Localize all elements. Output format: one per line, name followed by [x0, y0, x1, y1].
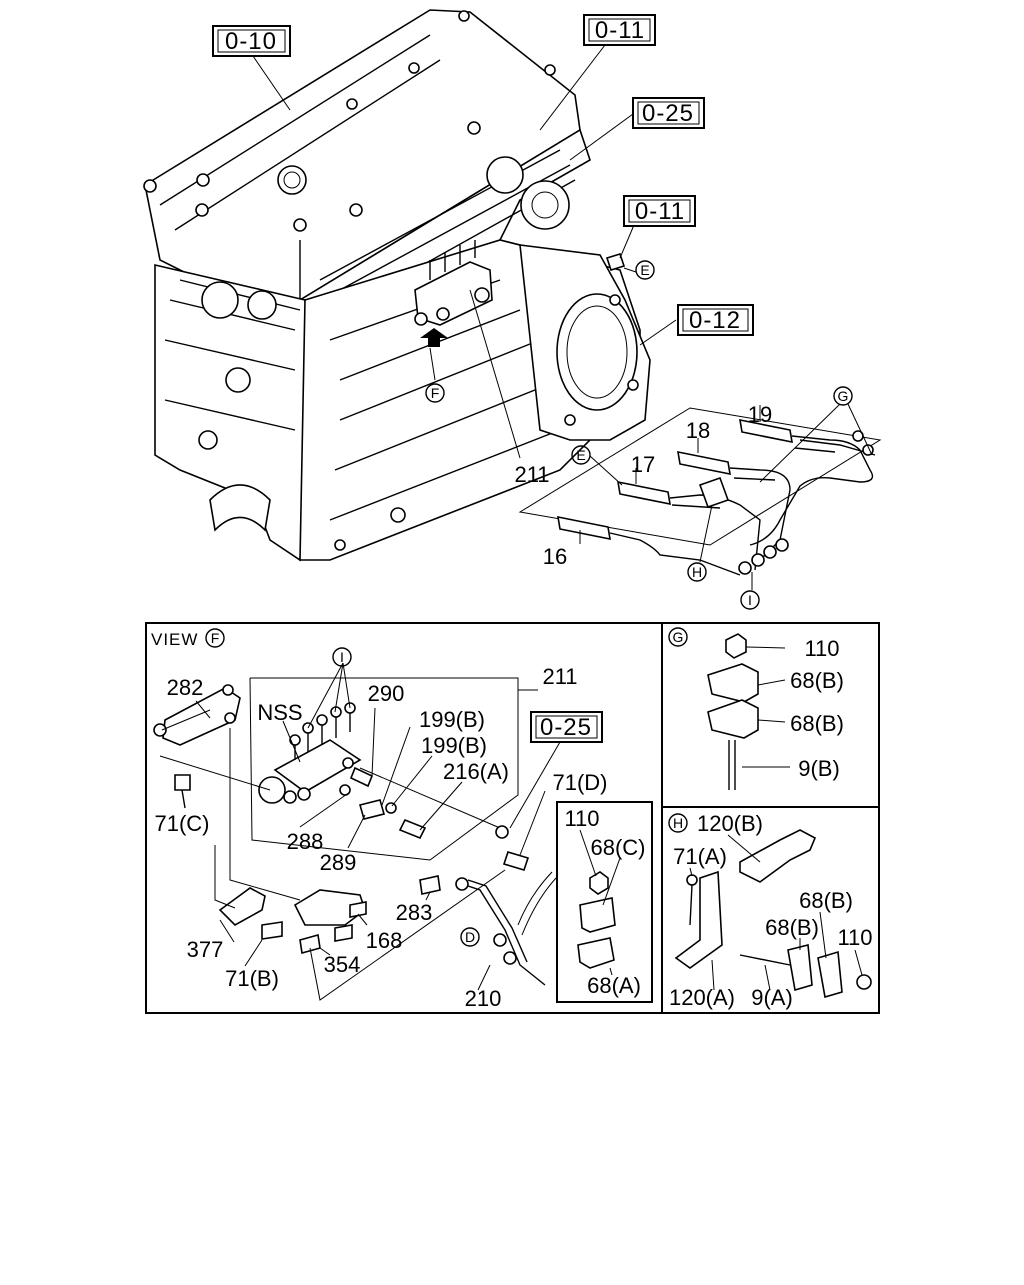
label-68b-g2: 68(B) — [790, 711, 844, 736]
ref-box-head-cover — [212, 25, 291, 57]
ref-box-head-cover-label: 0-10 — [225, 28, 277, 55]
ref-box-mid-label: 0-11 — [635, 198, 685, 225]
svg-text:F: F — [211, 630, 220, 646]
label-290: 290 — [368, 681, 405, 706]
circle-e-lines — [571, 445, 591, 465]
upper-leaders — [252, 44, 677, 459]
ref-box-mid — [623, 195, 696, 227]
svg-text:G: G — [838, 388, 849, 404]
ref-box-view — [530, 711, 603, 743]
ref-box-right — [632, 97, 705, 129]
label-nss: NSS — [257, 700, 302, 725]
ref-box-block-label: 0-12 — [689, 307, 741, 334]
label-68b-g1: 68(B) — [790, 668, 844, 693]
label-71d: 71(D) — [552, 770, 607, 795]
label-18: 18 — [686, 418, 710, 443]
label-283: 283 — [396, 900, 433, 925]
panel-g: G 110 68(B) 68(B) 9(B) — [668, 627, 844, 790]
label-9b: 9(B) — [798, 756, 840, 781]
ref-box-top — [583, 14, 656, 46]
panel-h: H 120(B) 71(A) 68(B) 68(B) 110 120(A) 9(… — [668, 811, 873, 1010]
label-17: 17 — [631, 452, 655, 477]
label-71c: 71(C) — [154, 811, 209, 836]
injection-pipes-drawing — [518, 403, 882, 590]
svg-text:H: H — [692, 564, 702, 580]
circle-i-lines — [740, 590, 760, 610]
label-199b-1: 199(B) — [419, 707, 485, 732]
ref-box-top-label: 0-11 — [595, 17, 645, 44]
label-71a: 71(A) — [673, 844, 727, 869]
ref-box-view-label: 0-25 — [540, 714, 592, 741]
label-68b-h2: 68(B) — [765, 915, 819, 940]
svg-text:G: G — [673, 629, 684, 645]
label-68b-h1: 68(B) — [799, 888, 853, 913]
upper-part-numbers: 211 19 18 17 16 — [514, 402, 772, 569]
circle-g-top — [833, 386, 853, 406]
svg-text:E: E — [576, 447, 585, 463]
label-199b-2: 199(B) — [421, 733, 487, 758]
label-68c: 68(C) — [590, 835, 645, 860]
upper-circled-letters: E F E G H I — [425, 260, 853, 610]
label-68a: 68(A) — [587, 973, 641, 998]
label-289: 289 — [320, 850, 357, 875]
label-110-g: 110 — [804, 636, 839, 661]
label-9a: 9(A) — [751, 985, 793, 1010]
label-71b: 71(B) — [225, 966, 279, 991]
label-16: 16 — [543, 544, 567, 569]
label-120a: 120(A) — [669, 985, 735, 1010]
label-120b: 120(B) — [697, 811, 763, 836]
svg-text:I: I — [748, 592, 752, 608]
svg-text:D: D — [465, 929, 475, 945]
svg-text:H: H — [673, 815, 683, 831]
circle-f-engine — [425, 383, 445, 403]
ref-box-right-label: 0-25 — [642, 100, 694, 127]
engine-assembly-drawing — [143, 9, 651, 562]
ref-box-block — [677, 304, 754, 336]
label-354: 354 — [324, 952, 361, 977]
view-f-title: VIEW — [151, 630, 198, 649]
circle-e-top — [635, 260, 655, 280]
label-288: 288 — [287, 829, 324, 854]
circle-h-lines — [687, 562, 707, 582]
label-110-inset: 110 — [564, 806, 599, 831]
view-f-inset-box — [556, 801, 653, 1003]
label-216a: 216(A) — [443, 759, 509, 784]
label-282: 282 — [167, 675, 204, 700]
label-110-h: 110 — [837, 925, 872, 950]
upper-reference-boxes: 0-10 0-11 0-25 0-11 0-12 — [212, 14, 754, 336]
label-210: 210 — [465, 986, 502, 1011]
label-19: 19 — [748, 402, 772, 427]
label-168: 168 — [366, 928, 403, 953]
view-f-panel: VIEW F — [151, 628, 646, 1011]
detail-panels-frame — [145, 622, 880, 1014]
svg-text:F: F — [431, 385, 440, 401]
label-377: 377 — [187, 937, 224, 962]
label-211-upper: 211 — [514, 462, 549, 487]
label-211-view: 211 — [542, 664, 577, 689]
svg-text:I: I — [340, 649, 344, 665]
svg-text:E: E — [640, 262, 649, 278]
